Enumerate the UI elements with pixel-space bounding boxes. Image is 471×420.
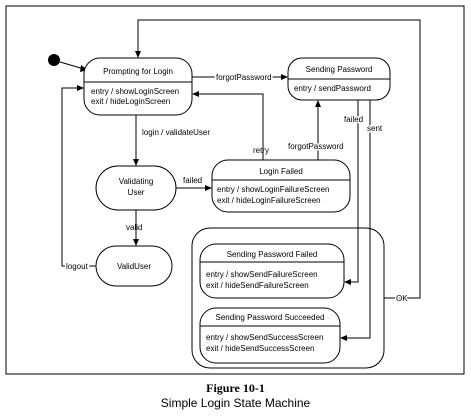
transition-label: forgotPassword [216,73,272,82]
transition-label: login / validateUser [142,128,210,137]
transition-valid: valid [126,210,142,246]
transition-label: sent [367,124,383,133]
transition-forgot-password-from-login-failed: forgotPassword [287,100,345,160]
state-exit-action: exit / hideLoginScreen [91,97,170,106]
state-entry-action: entry / showLoginScreen [91,87,179,96]
initial-transition-line [59,61,85,70]
transition-logout: logout [61,85,96,273]
figure-number: Figure 10-1 [206,381,265,395]
state-name-line-2: User [128,188,145,197]
state-name: Sending Password Succeeded [216,313,325,322]
state-name-line-1: Validating [119,177,154,186]
transition-label: forgotPassword [288,142,344,151]
transition-validation-failed: failed [176,176,212,191]
state-login-failed: Login Failed entry / showLoginFailureScr… [211,159,351,213]
state-sending-password-failed: Sending Password Failed entry / showSend… [199,243,345,299]
transition-label: logout [66,262,89,271]
state-entry-action: entry / showLoginFailureScreen [217,185,330,194]
transition-send-failed: failed [343,100,365,285]
transition-label: failed [183,176,202,185]
figure-title: Simple Login State Machine [160,396,311,410]
state-exit-action: exit / hideSendSuccessScreen [206,344,315,353]
state-valid-user: ValidUser [95,245,173,287]
state-name: Login Failed [259,167,303,176]
state-sending-password: Sending Password entry / sendPassword [287,57,391,101]
state-machine-diagram: Prompting for Login entry / showLoginScr… [5,5,465,375]
transition-forgot-password-from-prompting: forgotPassword [192,72,288,84]
transition-sent: sent [340,100,384,341]
state-name: Sending Password Failed [227,250,318,259]
diagram-frame [5,5,465,375]
transition-label: valid [126,223,142,232]
state-entry-action: entry / sendPassword [294,84,371,93]
transition-label: retry [253,146,269,155]
transition-retry: retry [192,91,269,160]
transition-ok: OK [135,19,421,305]
state-name: ValidUser [117,262,151,271]
state-exit-action: exit / hideLoginFailureScreen [217,196,321,205]
state-entry-action: entry / showSendFailureScreen [206,270,318,279]
state-validating-user: Validating User [95,165,177,211]
state-name: Sending Password [306,65,373,74]
state-sending-password-succeeded: Sending Password Succeeded entry / showS… [199,307,341,364]
state-entry-action: entry / showSendSuccessScreen [206,333,323,342]
state-exit-action: exit / hideSendFailureScreen [206,281,309,290]
transition-label: failed [344,115,363,124]
initial-state-marker [48,54,60,66]
transition-login-validate-user: login / validateUser [133,115,210,166]
transition-label: OK [396,294,408,303]
state-prompting-for-login: Prompting for Login entry / showLoginScr… [83,57,193,116]
state-name: Prompting for Login [103,67,173,76]
